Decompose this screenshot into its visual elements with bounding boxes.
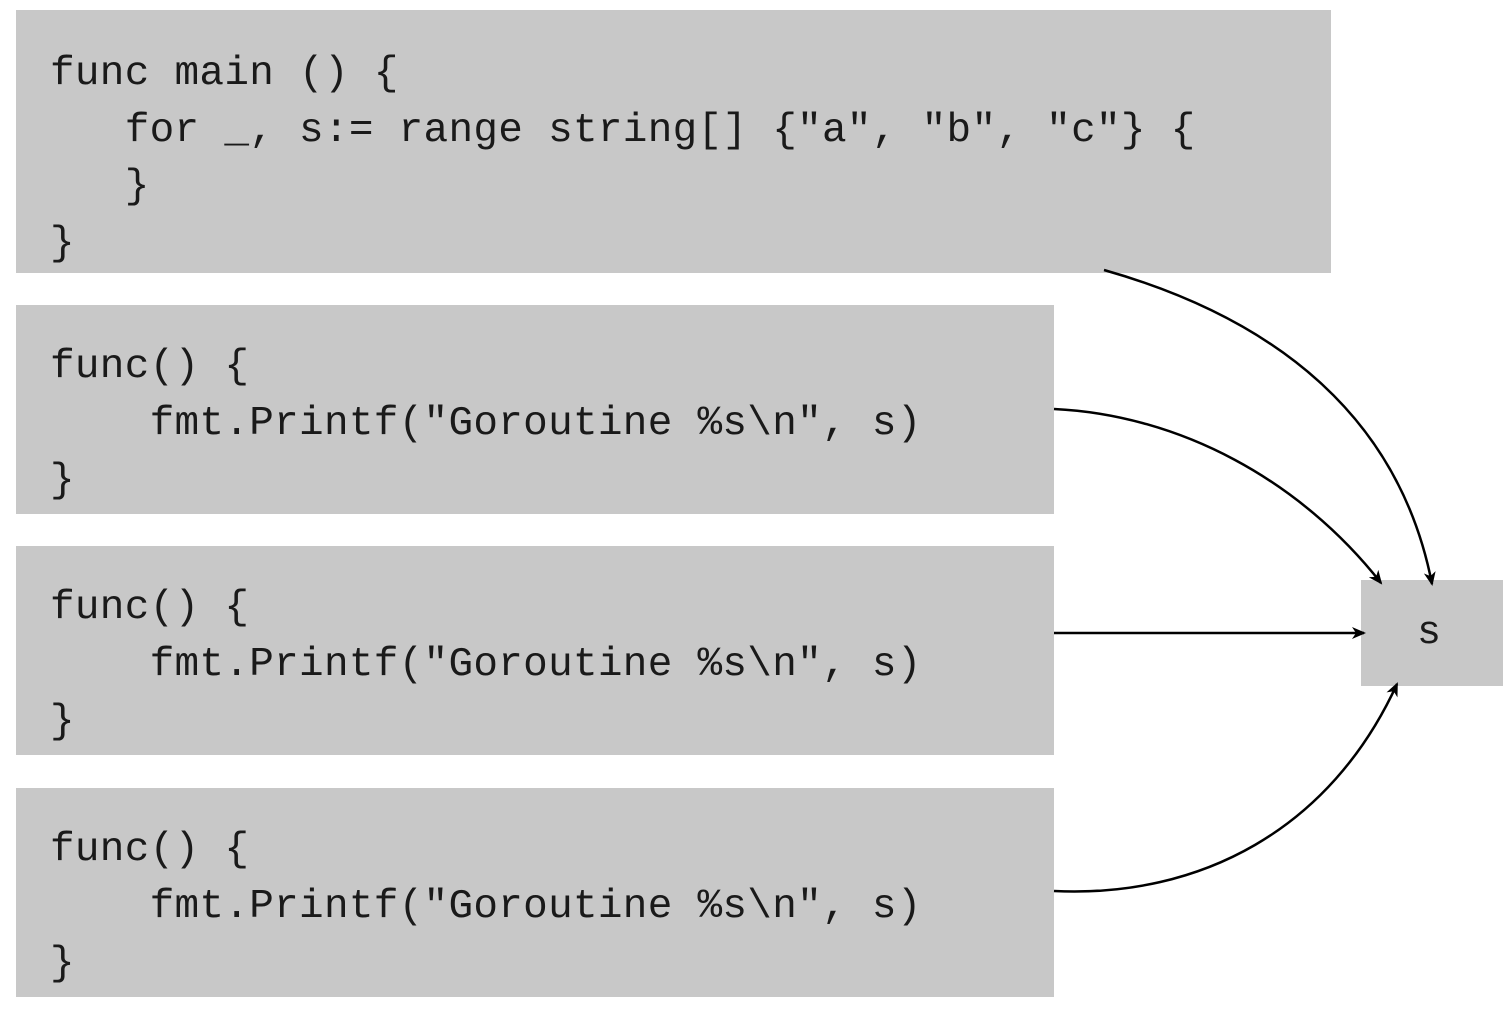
main-func-block: func main () { for _, s:= range string[]… bbox=[16, 10, 1331, 273]
code-line: } bbox=[50, 458, 75, 504]
code-line: fmt.Printf("Goroutine %s\n", s) bbox=[50, 884, 922, 930]
arrow-goroutine-3-to-s bbox=[1053, 682, 1399, 893]
code-line: for _, s:= range string[] {"a", "b", "c"… bbox=[50, 108, 1196, 154]
code-line: fmt.Printf("Goroutine %s\n", s) bbox=[50, 642, 922, 688]
arrow-main-to-s bbox=[1103, 268, 1436, 586]
code-line: func() { bbox=[50, 827, 250, 873]
code-line: } bbox=[50, 221, 75, 267]
code-line: fmt.Printf("Goroutine %s\n", s) bbox=[50, 401, 922, 447]
code-line: func main () { bbox=[50, 51, 399, 97]
code-line: } bbox=[50, 164, 150, 210]
code-line: func() { bbox=[50, 585, 250, 631]
code-line: func() { bbox=[50, 344, 250, 390]
goroutine-block-2: func() { fmt.Printf("Goroutine %s\n", s)… bbox=[16, 546, 1054, 755]
code-line: } bbox=[50, 699, 75, 745]
goroutine-block-3: func() { fmt.Printf("Goroutine %s\n", s)… bbox=[16, 788, 1054, 997]
shared-variable-box: s bbox=[1361, 580, 1503, 686]
shared-variable-label: s bbox=[1416, 610, 1441, 656]
goroutine-block-1: func() { fmt.Printf("Goroutine %s\n", s)… bbox=[16, 305, 1054, 514]
code-line: } bbox=[50, 941, 75, 987]
arrow-goroutine-1-to-s bbox=[1053, 407, 1383, 585]
